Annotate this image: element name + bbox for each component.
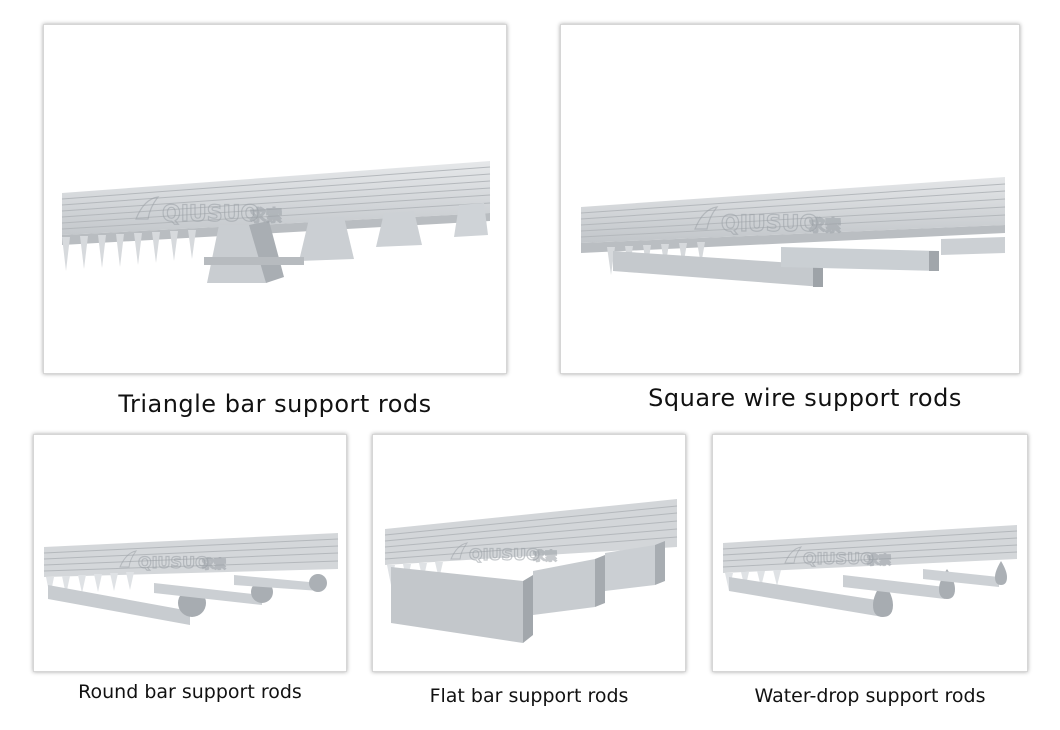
watermark-glyphs: 求索	[809, 216, 841, 235]
qiusuo-logo-icon	[450, 542, 469, 560]
qiusuo-logo-icon	[135, 196, 160, 220]
watermark-glyphs: 求索	[202, 556, 226, 571]
watermark-glyphs: 求索	[250, 206, 282, 225]
watermark-text: QIUSUO	[162, 202, 259, 227]
watermark-text: QIUSUO	[138, 553, 209, 572]
caption-round-bar: Round bar support rods	[78, 681, 302, 703]
watermark-glyphs: 求索	[867, 552, 891, 567]
square-wire-illustration: QIUSUO 求索	[580, 177, 1006, 287]
caption-triangle-bar: Triangle bar support rods	[118, 390, 432, 418]
qiusuo-logo-icon	[784, 546, 803, 564]
flat-bar-illustration: QIUSUO 求索	[384, 499, 678, 643]
panel-flat-bar: QIUSUO 求索	[372, 434, 686, 672]
water-drop-illustration: QIUSUO 求索	[722, 525, 1018, 617]
qiusuo-logo-icon	[694, 206, 719, 230]
watermark-text: QIUSUO	[721, 212, 818, 237]
qiusuo-logo-icon	[119, 550, 138, 568]
watermark-text: QIUSUO	[803, 549, 874, 568]
watermark-text: QIUSUO	[469, 545, 540, 564]
caption-flat-bar: Flat bar support rods	[429, 685, 629, 707]
caption-square-wire: Square wire support rods	[648, 384, 962, 412]
triangle-bar-illustration: QIUSUO 求索	[61, 161, 491, 283]
panel-triangle-bar: QIUSUO 求索	[43, 24, 507, 374]
panel-square-wire: QIUSUO 求索	[560, 24, 1020, 374]
panel-round-bar: QIUSUO 求索	[33, 434, 347, 672]
watermark-glyphs: 求索	[533, 548, 557, 563]
round-bar-illustration: QIUSUO 求索	[43, 533, 339, 625]
caption-water-drop: Water-drop support rods	[754, 685, 986, 707]
panel-water-drop: QIUSUO 求索	[712, 434, 1028, 672]
